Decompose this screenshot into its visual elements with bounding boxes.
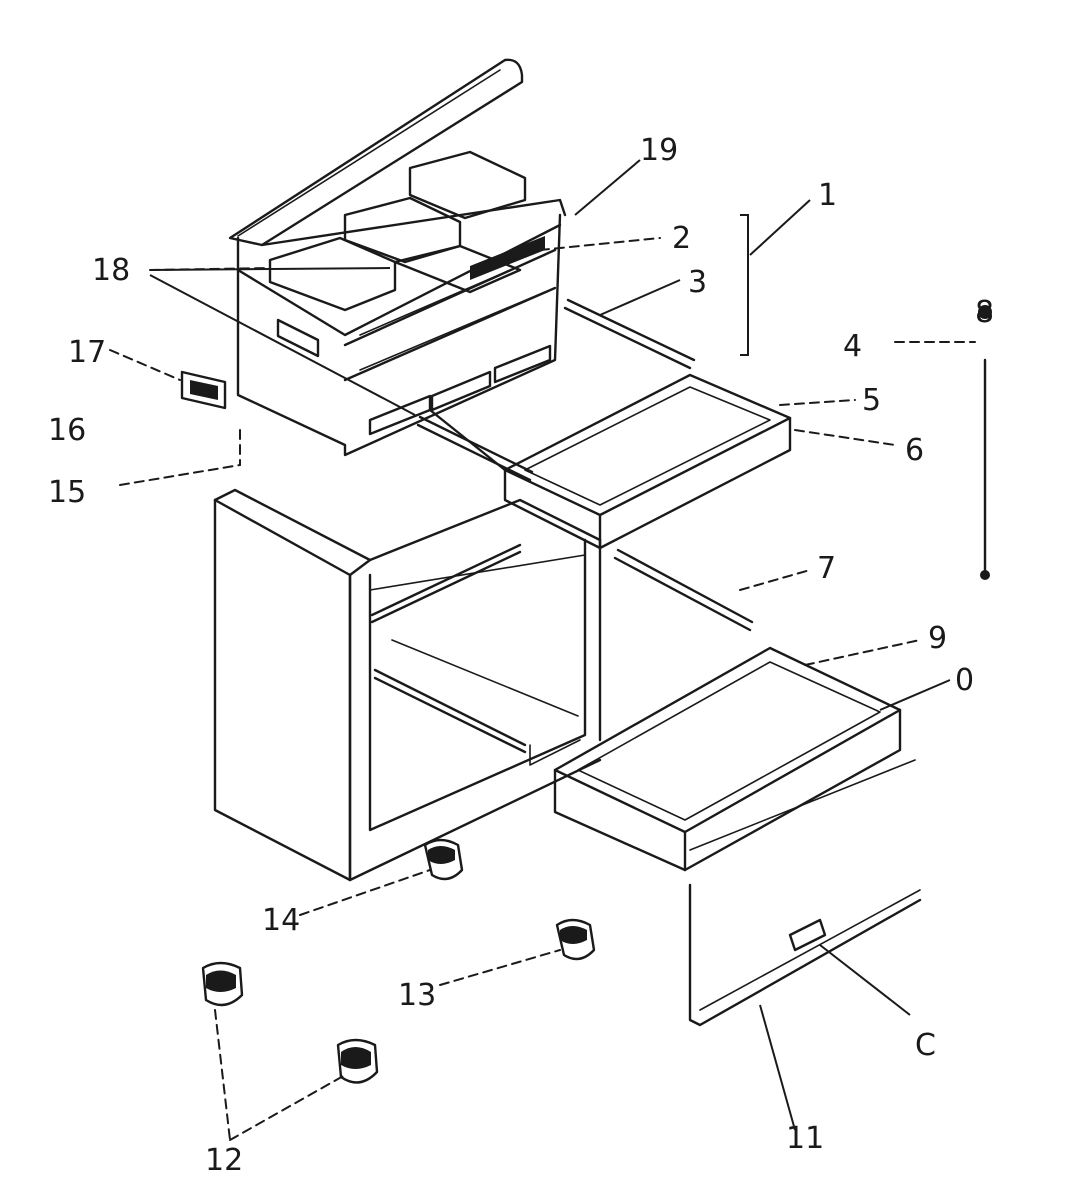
callout-18: 18 — [92, 253, 130, 288]
bolt — [978, 305, 992, 580]
callout-8: 8 — [975, 295, 994, 330]
bracket — [180, 370, 227, 410]
callout-10: 0 — [955, 663, 974, 698]
callout-14: 14 — [262, 903, 300, 938]
top-chest — [228, 58, 567, 457]
lower-drawer — [553, 646, 916, 872]
callout-11: 11 — [786, 1121, 824, 1156]
casters — [201, 838, 596, 1084]
lower-cabinet — [213, 488, 602, 882]
callout-2: 2 — [672, 221, 691, 256]
callout-16: 16 — [48, 413, 86, 448]
drawer-front-panel — [688, 883, 922, 1027]
callout-13: 13 — [398, 978, 436, 1013]
callout-15: 15 — [48, 475, 86, 510]
callout-1: 1 — [818, 178, 837, 213]
callout-7: 7 — [817, 551, 836, 586]
lower-slide-rail — [613, 548, 754, 632]
callout-12: 12 — [205, 1143, 243, 1178]
callout-6: 6 — [905, 433, 924, 468]
top-drawer — [428, 373, 792, 550]
callout-3: 3 — [688, 265, 707, 300]
leader-lines — [109, 159, 976, 1141]
callout-9: 9 — [928, 621, 947, 656]
callout-4: 4 — [843, 329, 862, 364]
top-drawer-slides — [416, 298, 696, 482]
callout-5: 5 — [862, 383, 881, 418]
callout-17: 17 — [68, 335, 106, 370]
callout-c: C — [915, 1028, 936, 1063]
callout-labels: 1 2 3 4 5 6 7 8 9 0 11 12 13 14 15 16 17… — [48, 133, 994, 1178]
callout-19: 19 — [640, 133, 678, 168]
